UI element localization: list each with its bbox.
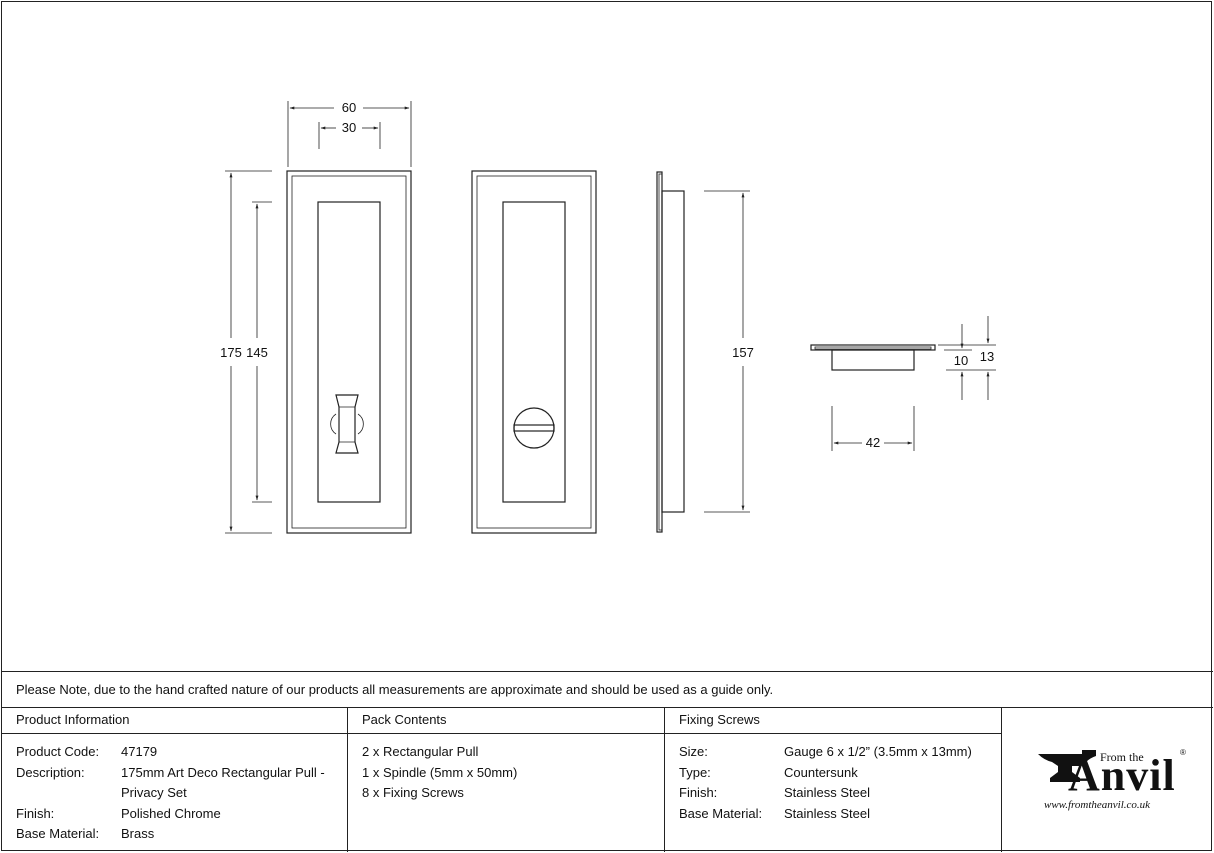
product-information-heading: Product Information bbox=[2, 708, 347, 734]
side-view bbox=[656, 171, 685, 533]
pack-item: 2 x Rectangular Pull bbox=[362, 744, 479, 759]
from-the-anvil-logo: From the ® Anvil www.fromtheanvil.co.uk bbox=[1002, 708, 1213, 852]
row-key: Base Material: bbox=[679, 805, 763, 821]
description-row: Description: 175mm Art Deco Rectangular … bbox=[16, 763, 347, 804]
dim-depth-10-13: 10 13 bbox=[938, 316, 996, 400]
dim-width-30: 30 bbox=[318, 120, 381, 149]
pack-item: 1 x Spindle (5mm x 50mm) bbox=[362, 764, 518, 780]
fixing-screws-heading: Fixing Screws bbox=[665, 708, 1001, 734]
row-value: Countersunk bbox=[784, 764, 858, 780]
dim-label-175: 175 bbox=[220, 345, 242, 360]
logo-from-the: From the bbox=[1100, 750, 1144, 764]
row-value: Stainless Steel bbox=[784, 805, 870, 821]
dim-label-42: 42 bbox=[866, 435, 880, 450]
row-key: Base Material: bbox=[16, 826, 100, 841]
front-view-indicator bbox=[471, 170, 597, 534]
row-value: Brass bbox=[121, 826, 155, 841]
logo-url: www.fromtheanvil.co.uk bbox=[1044, 799, 1151, 811]
product-information-panel: Product Information Product Code: 47179 … bbox=[2, 708, 348, 852]
pack-contents-heading: Pack Contents bbox=[348, 708, 664, 734]
row-value: Polished Chrome bbox=[121, 805, 221, 821]
dim-height-157: 157 bbox=[704, 190, 754, 513]
product-code-row: Product Code: 47179 bbox=[16, 742, 347, 763]
size-row: Size: Gauge 6 x 1/2” (3.5mm x 13mm) bbox=[679, 742, 1001, 763]
row-value: Stainless Steel bbox=[784, 785, 870, 800]
front-view-turn bbox=[286, 170, 412, 534]
dim-label-60: 60 bbox=[342, 100, 356, 115]
logo-wordmark: Anvil bbox=[1068, 751, 1176, 800]
type-row: Type: Countersunk bbox=[679, 763, 1001, 784]
row-value: 47179 bbox=[121, 744, 158, 759]
dim-label-30: 30 bbox=[342, 120, 356, 135]
row-key: Type: bbox=[679, 764, 711, 780]
measurement-note: Please Note, due to the hand crafted nat… bbox=[2, 671, 1213, 708]
screw-finish-row: Finish: Stainless Steel bbox=[679, 783, 1001, 804]
dim-label-10: 10 bbox=[954, 353, 968, 368]
dim-label-145: 145 bbox=[246, 345, 268, 360]
anvil-icon bbox=[1038, 750, 1096, 782]
row-key: Product Code: bbox=[16, 744, 100, 759]
finish-row: Finish: Polished Chrome bbox=[16, 804, 347, 825]
dim-label-13: 13 bbox=[980, 349, 994, 364]
row-value: 175mm Art Deco Rectangular Pull - Privac… bbox=[121, 764, 325, 801]
privacy-turn-knob bbox=[330, 394, 364, 454]
section-view bbox=[810, 344, 936, 371]
dim-label-157: 157 bbox=[732, 345, 754, 360]
row-key: Description: bbox=[16, 764, 85, 780]
fixing-screws-panel: Fixing Screws Size: Gauge 6 x 1/2” (3.5m… bbox=[665, 708, 1002, 852]
technical-drawing: 60 30 175 145 157 42 bbox=[220, 100, 996, 534]
row-key: Size: bbox=[679, 744, 708, 759]
dim-depth-42: 42 bbox=[831, 406, 915, 451]
row-key: Finish: bbox=[679, 785, 718, 800]
dim-width-60: 60 bbox=[287, 100, 412, 167]
pack-contents-panel: Pack Contents 2 x Rectangular Pull 1 x S… bbox=[348, 708, 665, 852]
dim-height-175: 175 bbox=[220, 170, 272, 534]
row-value: Gauge 6 x 1/2” (3.5mm x 13mm) bbox=[784, 744, 972, 759]
logo-registered-mark: ® bbox=[1180, 748, 1186, 757]
dim-height-145: 145 bbox=[246, 201, 272, 503]
indicator-disc bbox=[513, 407, 555, 449]
pack-item: 8 x Fixing Screws bbox=[362, 785, 464, 800]
screw-base-material-row: Base Material: Stainless Steel bbox=[679, 804, 1001, 825]
base-material-row: Base Material: Brass bbox=[16, 824, 347, 845]
row-key: Finish: bbox=[16, 805, 55, 821]
